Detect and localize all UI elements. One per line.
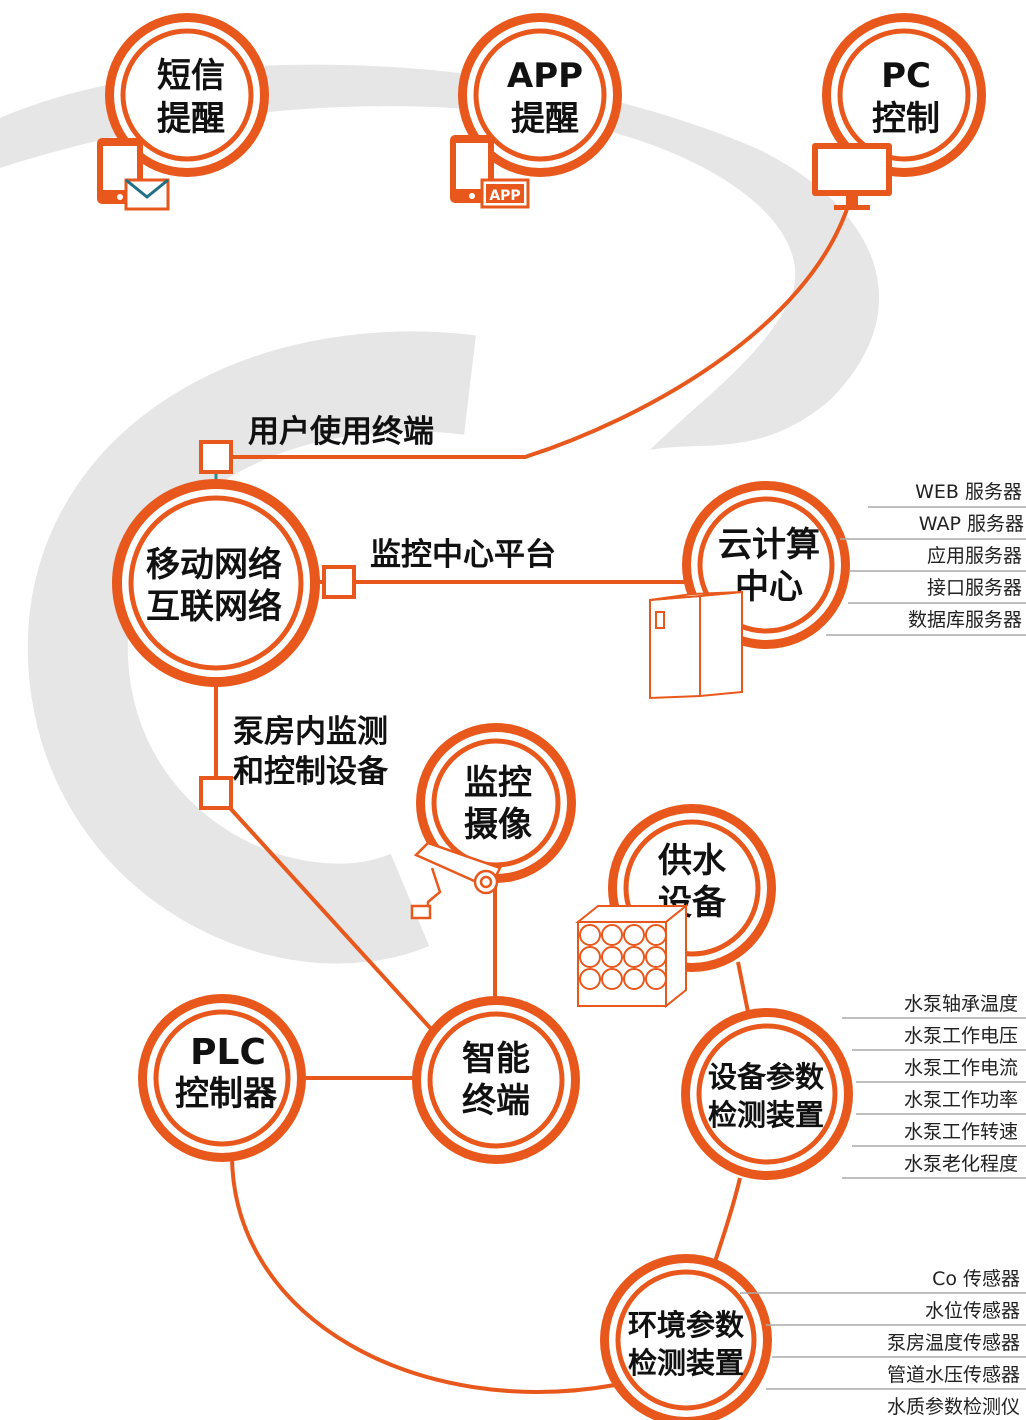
line-water-to-equip — [736, 961, 750, 1013]
junction-pump-room — [199, 776, 233, 810]
water-tank-icon — [575, 903, 689, 1009]
node-mobile-network-line2: 互联网络 — [146, 587, 282, 627]
node-smart-terminal-line1: 智能 — [462, 1039, 530, 1079]
line-plc-to-env — [229, 1151, 616, 1394]
equip-param-item: 水泵工作电压 — [904, 1025, 1018, 1047]
node-camera-line1: 监控 — [464, 763, 532, 803]
node-mobile-network-line1: 移动网络 — [146, 545, 282, 585]
node-plc: PLC 控制器 — [138, 994, 306, 1162]
user-terminal-label: 用户使用终端 — [248, 414, 434, 450]
node-camera: 监控 摄像 — [410, 723, 576, 920]
background-ring — [27, 331, 476, 964]
node-pc-line2: 控制 — [872, 99, 940, 139]
equip-param-item: 水泵工作电流 — [904, 1057, 1018, 1079]
node-water-supply: 供水 设备 — [575, 804, 776, 1009]
node-plc-line1: PLC — [190, 1032, 266, 1073]
node-sms-line1: 短信 — [157, 56, 225, 96]
node-cloud-line1: 云计算 — [718, 525, 820, 565]
server-cabinet-icon — [649, 590, 743, 700]
node-env-detect-line2: 检测装置 — [628, 1346, 744, 1380]
cloud-server-item: WAP 服务器 — [919, 513, 1024, 535]
env-sensor-item: 管道水压传感器 — [887, 1364, 1020, 1386]
cloud-server-item: 接口服务器 — [927, 577, 1022, 599]
equip-param-item: 水泵轴承温度 — [904, 993, 1018, 1015]
node-env-detect-line1: 环境参数 — [628, 1308, 745, 1342]
monitor-platform-label: 监控中心平台 — [370, 537, 556, 573]
node-app-line2: 提醒 — [511, 99, 579, 139]
junction-user-terminal — [199, 440, 233, 474]
cloud-server-item: WEB 服务器 — [915, 481, 1022, 503]
cloud-server-item: 应用服务器 — [927, 545, 1022, 567]
equip-param-item: 水泵工作功率 — [904, 1089, 1018, 1111]
equip-param-item: 水泵老化程度 — [904, 1153, 1018, 1175]
node-equip-detect: 设备参数 检测装置 — [681, 1008, 853, 1180]
node-smart-terminal-line2: 终端 — [462, 1081, 530, 1121]
pump-room-label-line2: 和控制设备 — [233, 754, 389, 790]
node-mobile-network: 移动网络 互联网络 — [112, 479, 320, 687]
node-cloud-line2: 中心 — [735, 567, 803, 607]
connector-lines — [214, 199, 852, 1394]
equip-param-list: 水泵轴承温度 水泵工作电压 水泵工作电流 水泵工作功率 水泵工作转速 水泵老化程… — [842, 993, 1026, 1179]
node-plc-line2: 控制器 — [175, 1074, 278, 1114]
pump-room-label-line1: 泵房内监测 — [233, 714, 388, 750]
junction-monitor-platform — [322, 565, 356, 599]
line-equip-to-env — [710, 1177, 742, 1273]
node-sms: 短信 提醒 — [97, 13, 269, 211]
env-sensor-item: 泵房温度传感器 — [887, 1332, 1020, 1354]
node-cloud: 云计算 中心 — [649, 481, 850, 700]
line-pump-to-terminal — [228, 806, 434, 1032]
cloud-server-item: 数据库服务器 — [908, 609, 1022, 631]
monitor-icon — [812, 143, 892, 210]
phone-app-icon: APP — [450, 135, 530, 209]
background-swoosh — [0, 64, 880, 451]
node-water-supply-line1: 供水 — [657, 841, 727, 881]
security-camera-icon — [410, 841, 502, 920]
node-pc-line1: PC — [881, 56, 931, 96]
node-equip-detect-line1: 设备参数 — [708, 1060, 825, 1094]
cloud-server-list: WEB 服务器 WAP 服务器 应用服务器 接口服务器 数据库服务器 — [826, 481, 1026, 636]
node-pc: PC 控制 — [812, 13, 986, 210]
junction-squares — [199, 440, 356, 810]
line-user-terminal — [218, 199, 852, 459]
env-sensor-item: 水位传感器 — [925, 1300, 1020, 1322]
app-badge-text: APP — [489, 188, 520, 204]
env-sensor-item: 水质参数检测仪 — [887, 1396, 1020, 1418]
env-sensor-item: Co 传感器 — [932, 1268, 1020, 1290]
node-app: APP 提醒 APP — [450, 13, 622, 209]
phone-envelope-icon — [97, 138, 170, 211]
node-sms-line2: 提醒 — [157, 99, 225, 139]
node-equip-detect-line2: 检测装置 — [708, 1098, 824, 1132]
node-env-detect: 环境参数 检测装置 — [600, 1254, 772, 1420]
node-camera-line2: 摄像 — [464, 805, 532, 845]
equip-param-item: 水泵工作转速 — [904, 1121, 1018, 1143]
env-sensor-list: Co 传感器 水位传感器 泵房温度传感器 管道水压传感器 水质参数检测仪 — [740, 1268, 1026, 1418]
node-app-line1: APP — [507, 56, 583, 96]
node-smart-terminal: 智能 终端 — [412, 996, 580, 1164]
